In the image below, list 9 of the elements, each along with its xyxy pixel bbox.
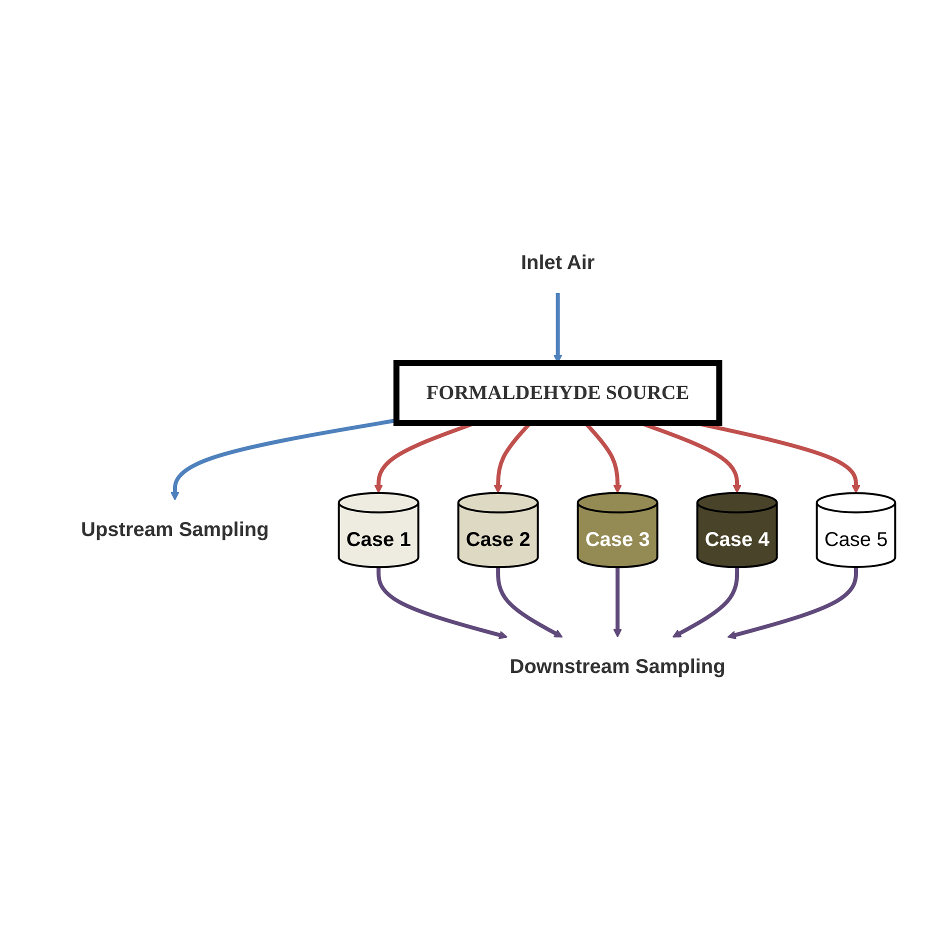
arrow — [672, 567, 739, 638]
arrow — [496, 567, 563, 638]
arrow — [727, 566, 858, 640]
node-box: FORMALDEHYDE SOURCE — [393, 360, 722, 426]
node-text: Upstream Sampling — [80, 518, 269, 541]
node-text: Downstream Sampling — [510, 656, 726, 678]
arrow — [376, 567, 508, 640]
node-text: Inlet Air — [520, 252, 595, 274]
arrow — [613, 567, 622, 638]
